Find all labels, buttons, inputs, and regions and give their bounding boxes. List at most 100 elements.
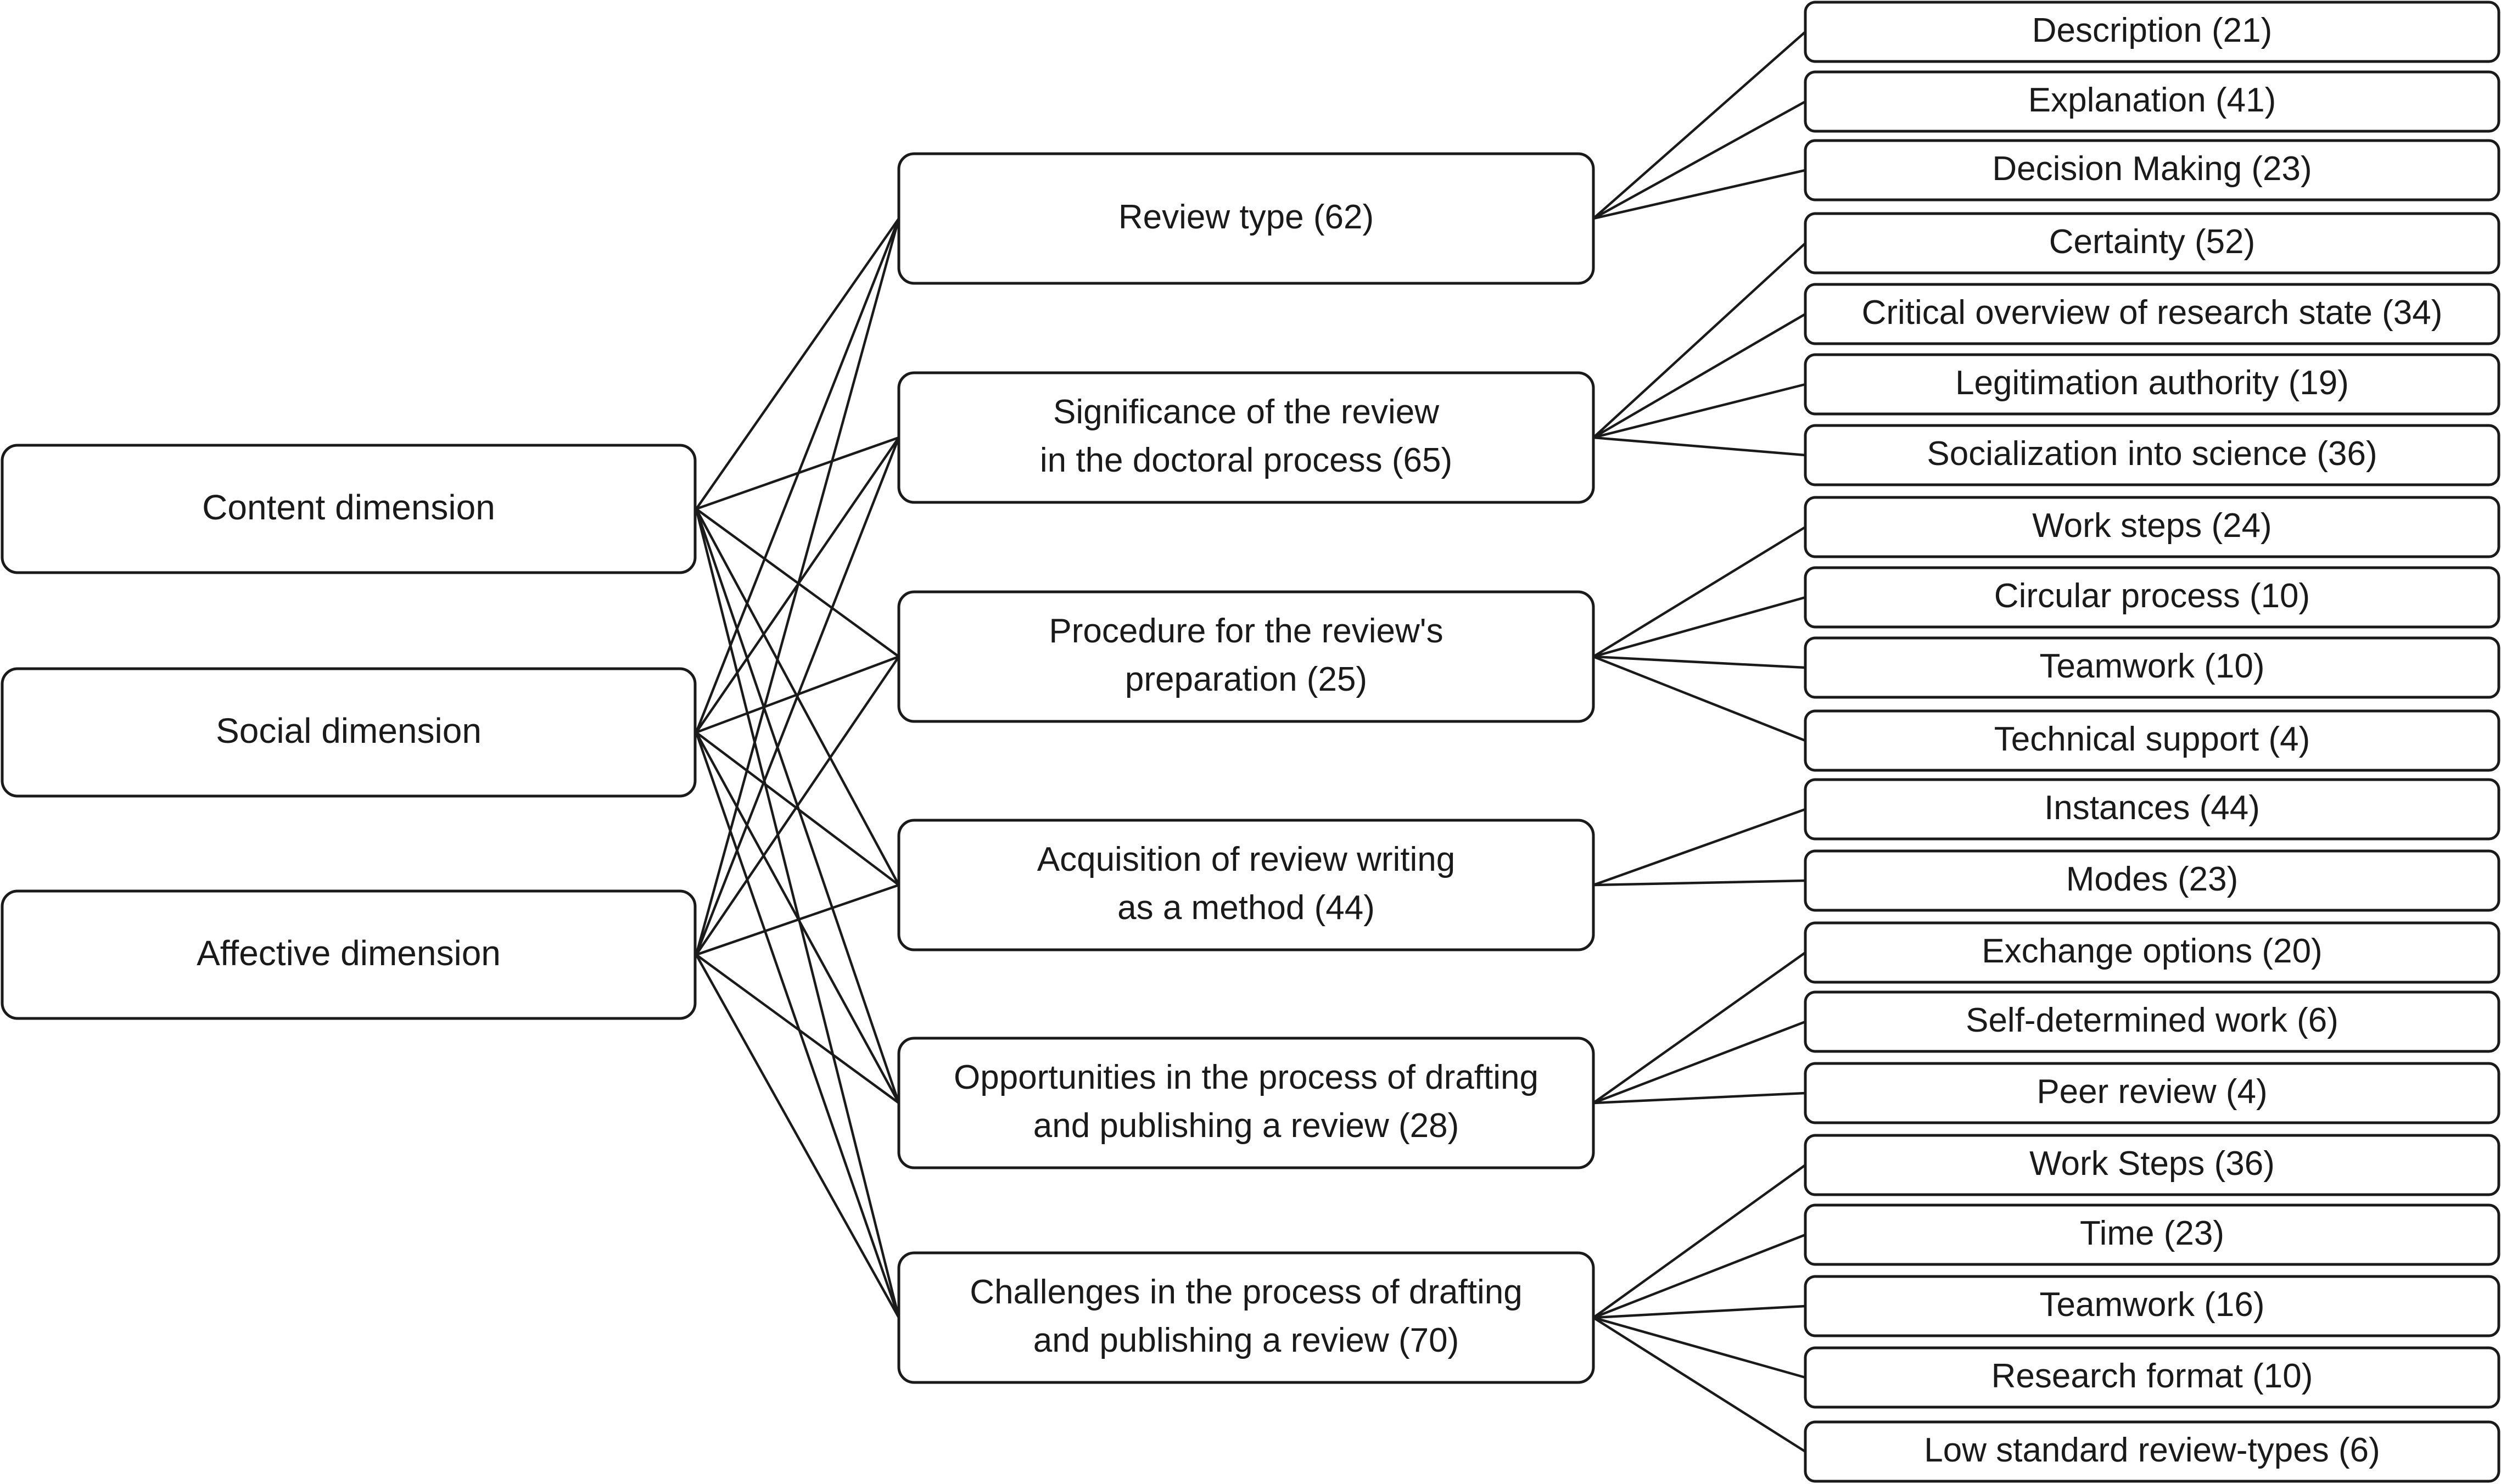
node-label: Opportunities in the process of drafting… (954, 1059, 1538, 1145)
subcategory-node: Technical support (4) (1804, 709, 2500, 772)
node-label-line: and publishing a review (70) (1033, 1321, 1459, 1359)
subcategory-node: Self-determined work (6) (1804, 990, 2500, 1053)
connector-line (1592, 951, 1806, 1104)
connector-line (696, 883, 899, 956)
category-box (897, 590, 1595, 723)
node-label-line: and publishing a review (28) (1033, 1107, 1459, 1145)
node-label: Significance of the review in the doctora… (1040, 393, 1452, 479)
node-label: Teamwork (16) (2040, 1286, 2265, 1324)
node-label-line: Low standard review-types (6) (1924, 1431, 2380, 1469)
connector-line (695, 437, 900, 955)
subcategory-box (1804, 849, 2500, 912)
connector-line (1593, 596, 1806, 658)
subcategory-box (1804, 283, 2500, 345)
subcategory-box (1804, 212, 2500, 275)
connector-line (1593, 655, 1806, 742)
connector-line (1593, 1091, 1806, 1105)
node-label-line: Social dimension (216, 711, 482, 751)
subcategory-box (1804, 353, 2500, 416)
subcategory-box (1804, 1346, 2500, 1409)
subcategory-node: Time (23) (1804, 1203, 2500, 1266)
node-label-line: Review type (62) (1118, 198, 1374, 236)
subcategory-node: Research format (10) (1804, 1346, 2500, 1409)
subcategory-box (1804, 1420, 2500, 1483)
connector-line (1592, 100, 1806, 220)
category-node-opportunities: Opportunities in the process of drafting… (897, 1037, 1595, 1169)
node-label-line: Technical support (4) (1994, 720, 2310, 758)
connector-line (1593, 879, 1806, 887)
node-label-line: Critical overview of research state (34) (1862, 294, 2443, 332)
node-label-line: Work steps (24) (2032, 507, 2271, 545)
node-label-line: Explanation (41) (2028, 81, 2276, 119)
node-label: Circular process (10) (1994, 577, 2310, 615)
node-label: Content dimension (202, 488, 495, 527)
subcategory-column: Description (21) Explanation (41) Decision… (1804, 1, 2500, 1483)
connector-line (1592, 1317, 1806, 1453)
subcategory-node: Teamwork (16) (1804, 1275, 2500, 1337)
connector-line (695, 218, 900, 955)
subcategory-node: Work steps (24) (1804, 496, 2500, 558)
connector-lines (695, 31, 1806, 1453)
node-label: Legitimation authority (19) (1955, 364, 2349, 402)
node-label: Decision Making (23) (1992, 150, 2312, 188)
node-label-line: Significance of the review (1053, 393, 1439, 431)
connector-line (1593, 1316, 1806, 1379)
subcategory-box (1804, 496, 2500, 558)
node-label-line: Opportunities in the process of drafting (954, 1059, 1538, 1096)
connector-line (695, 731, 900, 1104)
connector-line (1592, 31, 1806, 220)
subcategory-box (1804, 424, 2500, 486)
node-label: Self-determined work (6) (1966, 1001, 2338, 1039)
subcategory-node: Teamwork (10) (1804, 636, 2500, 699)
node-label: Modes (23) (2066, 860, 2239, 898)
subcategory-box (1804, 139, 2500, 201)
node-label: Affective dimension (197, 933, 501, 973)
connector-line (1593, 1233, 1806, 1319)
node-label-line: Challenges in the process of drafting (970, 1273, 1522, 1311)
category-box (897, 1037, 1595, 1169)
connector-line (1593, 436, 1806, 457)
subcategory-box (1804, 1062, 2500, 1124)
connector-line (1592, 242, 1806, 439)
node-label-line: as a method (44) (1117, 889, 1375, 927)
connector-line (1593, 383, 1806, 439)
subcategory-node: Description (21) (1804, 1, 2500, 63)
node-label: Review type (62) (1118, 198, 1374, 236)
node-label-line: Socialization into science (36) (1927, 435, 2377, 473)
connector-line (1593, 169, 1806, 220)
subcategory-box (1804, 1134, 2500, 1196)
node-label-line: Self-determined work (6) (1966, 1001, 2338, 1039)
node-label-line: Affective dimension (197, 933, 501, 973)
category-box (897, 371, 1595, 504)
subcategory-node: Certainty (52) (1804, 212, 2500, 275)
subcategory-node: Modes (23) (1804, 849, 2500, 912)
node-label-line: Exchange options (20) (1982, 932, 2322, 970)
node-label-line: Description (21) (2032, 12, 2273, 49)
connector-line (695, 508, 900, 1318)
node-label: Work steps (24) (2032, 507, 2271, 545)
connector-line (1593, 808, 1806, 887)
node-label: Certainty (52) (2049, 223, 2256, 261)
node-label-line: in the doctoral process (65) (1040, 441, 1452, 479)
node-label: Low standard review-types (6) (1924, 1431, 2380, 1469)
dimension-node-affective: Affective dimension (1, 889, 697, 1020)
subcategory-node: Circular process (10) (1804, 566, 2500, 629)
connector-line (695, 217, 900, 510)
node-label: Exchange options (20) (1982, 932, 2322, 970)
connector-line (1592, 313, 1806, 439)
node-label-line: Circular process (10) (1994, 577, 2310, 615)
dimension-box (1, 667, 697, 798)
node-label-line: Time (23) (2080, 1214, 2224, 1252)
connector-line (695, 656, 900, 956)
node-label-line: Content dimension (202, 488, 495, 527)
node-label-line: Teamwork (10) (2040, 647, 2265, 685)
category-box (897, 819, 1595, 951)
connector-line (695, 218, 900, 733)
subcategory-box (1804, 921, 2500, 984)
dimension-node-social: Social dimension (1, 667, 697, 798)
subcategory-node: Exchange options (20) (1804, 921, 2500, 984)
